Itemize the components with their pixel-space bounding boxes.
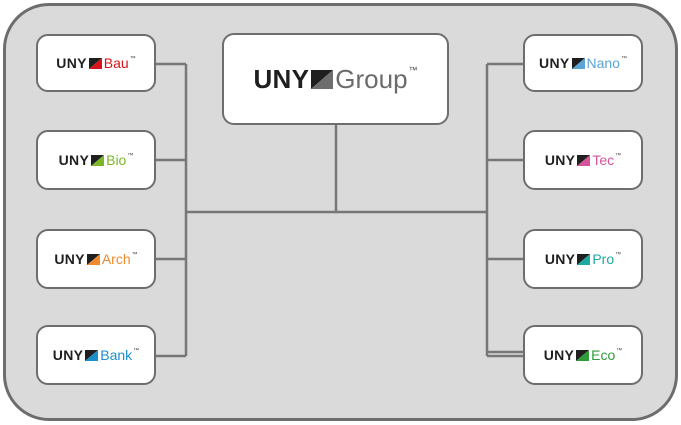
suffix-text: Bank bbox=[100, 347, 133, 363]
suffix-text: Nano bbox=[586, 55, 620, 71]
node-uny-tec: UNY Tec ™ bbox=[523, 130, 643, 190]
suffix-text: Bio bbox=[106, 152, 127, 168]
suffix-text: Bau bbox=[103, 55, 129, 71]
logo-uny-bio: UNY Bio ™ bbox=[59, 153, 134, 167]
trademark: ™ bbox=[615, 153, 622, 159]
node-uny-pro: UNY Pro ™ bbox=[523, 229, 643, 289]
suffix-text: Pro bbox=[592, 251, 615, 267]
node-uny-group: UNY Group ™ bbox=[222, 33, 449, 125]
node-uny-bank: UNY Bank ™ bbox=[36, 325, 156, 385]
uny-mark-icon bbox=[571, 57, 585, 69]
node-uny-arch: UNY Arch ™ bbox=[36, 229, 156, 289]
brand-text: UNY bbox=[544, 152, 576, 168]
brand-text: UNY bbox=[58, 152, 90, 168]
node-uny-bio: UNY Bio ™ bbox=[36, 130, 156, 190]
brand-text: UNY bbox=[539, 55, 570, 71]
trademark: ™ bbox=[133, 348, 140, 354]
logo-uny-arch: UNY Arch ™ bbox=[54, 252, 137, 266]
uny-mark-icon bbox=[86, 253, 100, 265]
uny-mark-icon bbox=[85, 349, 99, 361]
brand-text: UNY bbox=[543, 347, 575, 363]
uny-mark-icon bbox=[88, 57, 102, 69]
trademark: ™ bbox=[616, 348, 623, 354]
brand-text: UNY bbox=[56, 55, 87, 71]
logo-uny-group: UNY Group ™ bbox=[253, 64, 418, 94]
trademark: ™ bbox=[127, 153, 134, 159]
trademark: ™ bbox=[131, 252, 138, 258]
logo-uny-bau: UNY Bau ™ bbox=[56, 56, 135, 70]
node-uny-bau: UNY Bau ™ bbox=[36, 34, 156, 92]
logo-uny-eco: UNY Eco ™ bbox=[544, 348, 623, 362]
uny-mark-icon bbox=[576, 349, 590, 361]
brand-text: UNY bbox=[52, 347, 84, 363]
brand-text: UNY bbox=[253, 64, 310, 94]
logo-uny-bank: UNY Bank ™ bbox=[53, 348, 139, 362]
suffix-text: Arch bbox=[101, 251, 131, 267]
uny-mark-icon bbox=[577, 253, 591, 265]
trademark: ™ bbox=[408, 64, 418, 75]
brand-text: UNY bbox=[544, 251, 576, 267]
logo-uny-nano: UNY Nano ™ bbox=[539, 56, 627, 70]
brand-text: UNY bbox=[54, 251, 85, 267]
logo-uny-pro: UNY Pro ™ bbox=[545, 252, 621, 266]
uny-mark-icon bbox=[577, 154, 591, 166]
suffix-text: Eco bbox=[591, 347, 616, 363]
logo-uny-tec: UNY Tec ™ bbox=[545, 153, 621, 167]
trademark: ™ bbox=[129, 56, 136, 62]
suffix-text: Tec bbox=[592, 152, 615, 168]
trademark: ™ bbox=[615, 252, 622, 258]
suffix-text: Group bbox=[335, 64, 408, 94]
uny-mark-icon bbox=[91, 154, 105, 166]
node-uny-nano: UNY Nano ™ bbox=[523, 34, 643, 92]
trademark: ™ bbox=[620, 56, 627, 62]
node-uny-eco: UNY Eco ™ bbox=[523, 325, 643, 385]
uny-mark-icon bbox=[311, 69, 334, 89]
